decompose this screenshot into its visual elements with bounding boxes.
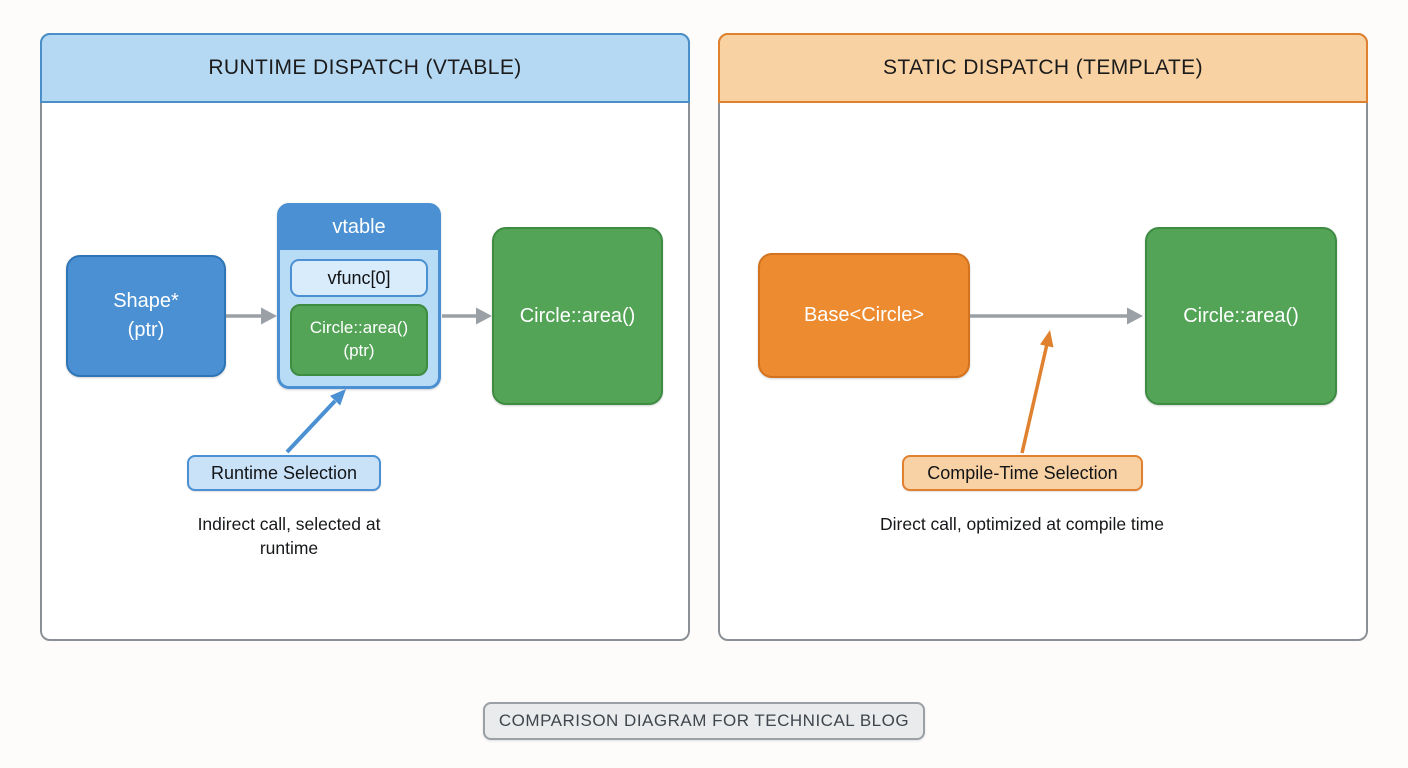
base-circle-label: Base<Circle> <box>803 304 925 326</box>
runtime-selection-label: Runtime Selection <box>187 455 381 491</box>
base-circle-box: Base<Circle> <box>758 253 970 378</box>
vtable-header: vtable <box>279 205 439 250</box>
static-panel-title: STATIC DISPATCH (TEMPLATE) <box>883 56 1203 79</box>
runtime-panel-header: RUNTIME DISPATCH (VTABLE) <box>40 33 690 103</box>
runtime-note-line2: runtime <box>259 538 319 558</box>
static-note: Direct call, optimized at compile time <box>822 512 1222 536</box>
vtable-entry-line1: Circle::area() <box>309 318 409 338</box>
static-note-line: Direct call, optimized at compile time <box>880 514 1164 534</box>
runtime-note-line1: Indirect call, selected at <box>197 514 381 534</box>
compile-time-selection-text: Compile-Time Selection <box>927 462 1118 483</box>
vfunc-slot-box: vfunc[0] <box>290 259 428 297</box>
vtable-title: vtable <box>332 216 386 238</box>
footer-caption: COMPARISON DIAGRAM FOR TECHNICAL BLOG <box>483 702 925 740</box>
runtime-panel-title: RUNTIME DISPATCH (VTABLE) <box>208 56 522 79</box>
static-dispatch-panel: STATIC DISPATCH (TEMPLATE) Base<Circle> … <box>718 33 1368 641</box>
static-result-box: Circle::area() <box>1145 227 1337 405</box>
vtable-entry-line2: (ptr) <box>343 341 375 360</box>
footer-caption-text: COMPARISON DIAGRAM FOR TECHNICAL BLOG <box>498 711 910 730</box>
shape-ptr-box: Shape* (ptr) <box>66 255 226 377</box>
shape-ptr-line2: (ptr) <box>127 319 165 341</box>
compile-time-selection-label: Compile-Time Selection <box>902 455 1143 491</box>
shape-ptr-line1: Shape* <box>113 290 179 312</box>
static-result-label: Circle::area() <box>1183 304 1299 327</box>
vtable-entry-box: Circle::area() (ptr) <box>290 304 428 376</box>
vfunc-slot-label: vfunc[0] <box>327 267 391 288</box>
runtime-result-box: Circle::area() <box>492 227 663 405</box>
static-panel-header: STATIC DISPATCH (TEMPLATE) <box>718 33 1368 103</box>
vtable-box: vtable vfunc[0] Circle::area() (ptr) <box>277 203 441 389</box>
runtime-selection-text: Runtime Selection <box>210 462 358 483</box>
runtime-result-label: Circle::area() <box>519 304 636 327</box>
runtime-dispatch-panel: RUNTIME DISPATCH (VTABLE) Shape* (ptr) v… <box>40 33 690 641</box>
runtime-note: Indirect call, selected at runtime <box>139 512 439 560</box>
